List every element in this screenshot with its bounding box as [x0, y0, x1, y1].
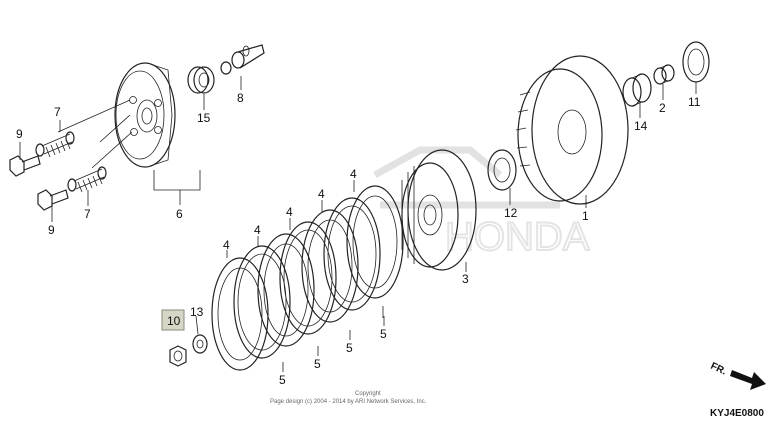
front-arrow-icon: [730, 370, 766, 390]
callout-4[interactable]: 4: [318, 187, 325, 201]
callout-14[interactable]: 14: [634, 119, 648, 133]
diagram-code: KYJ4E0800: [710, 408, 764, 419]
callout-13[interactable]: 13: [190, 305, 204, 319]
callout-12[interactable]: 12: [504, 206, 518, 220]
clutch-outer[interactable]: [515, 55, 629, 205]
callout-7[interactable]: 7: [54, 105, 61, 119]
callout-9[interactable]: 9: [16, 127, 23, 141]
lock-nut[interactable]: [169, 345, 187, 367]
callout-2[interactable]: 2: [659, 101, 666, 115]
outer-washer[interactable]: [682, 41, 710, 83]
callout-1[interactable]: 1: [582, 209, 589, 223]
callout-6[interactable]: 6: [176, 207, 183, 221]
clutch-spring-upper[interactable]: [35, 131, 75, 158]
collar[interactable]: [653, 64, 675, 85]
bolt-upper[interactable]: [9, 155, 41, 177]
watermark-logo: HONDA: [373, 146, 591, 260]
friction-disc-stack: [211, 185, 404, 371]
lock-washer[interactable]: [192, 334, 208, 354]
callout-5[interactable]: 5: [314, 357, 321, 371]
copyright-line-2: Page design (c) 2004 - 2014 by ARI Netwo…: [270, 399, 427, 405]
leader-lines: [19, 76, 697, 372]
callout-15[interactable]: 15: [197, 111, 211, 125]
friction-disc[interactable]: [211, 257, 269, 371]
callout-10[interactable]: 10: [167, 314, 181, 328]
callout-3[interactable]: 3: [462, 272, 469, 286]
copyright-notice: Copyright Page design (c) 2004 - 2014 by…: [270, 391, 427, 405]
thrust-washer[interactable]: [487, 149, 517, 191]
copyright-line-1: Copyright: [355, 391, 381, 397]
clutch-center[interactable]: [401, 149, 477, 271]
friction-disc[interactable]: [346, 185, 404, 299]
callout-4[interactable]: 4: [350, 167, 357, 181]
callout-5[interactable]: 5: [380, 327, 387, 341]
svg-text:HONDA: HONDA: [445, 215, 590, 259]
pressure-plate[interactable]: [114, 62, 176, 168]
lifter-rod[interactable]: [220, 44, 265, 75]
bolt-lower[interactable]: [37, 189, 69, 211]
bearing[interactable]: [187, 66, 215, 94]
callout-labels: 1 2 3 4 4 4 4 4 5 5 5 5 5 6 7 7 8 9 9 10…: [16, 91, 701, 387]
plain-plate[interactable]: [233, 245, 291, 359]
callout-5[interactable]: 5: [279, 373, 286, 387]
callout-7[interactable]: 7: [84, 207, 91, 221]
callout-5[interactable]: 5: [346, 341, 353, 355]
callout-4[interactable]: 4: [254, 223, 261, 237]
callout-10-highlight[interactable]: 10: [161, 309, 185, 331]
front-label: FR.: [709, 361, 728, 378]
callout-4[interactable]: 4: [286, 205, 293, 219]
callout-4[interactable]: 4: [223, 238, 230, 252]
callout-11[interactable]: 11: [688, 95, 701, 109]
callout-8[interactable]: 8: [237, 91, 244, 105]
plain-plate[interactable]: [279, 221, 337, 335]
front-direction-indicator: FR.: [709, 361, 766, 390]
plain-plate[interactable]: [323, 197, 381, 311]
callout-9[interactable]: 9: [48, 223, 55, 237]
needle-bearing[interactable]: [622, 73, 652, 107]
clutch-spring-lower[interactable]: [67, 166, 107, 193]
